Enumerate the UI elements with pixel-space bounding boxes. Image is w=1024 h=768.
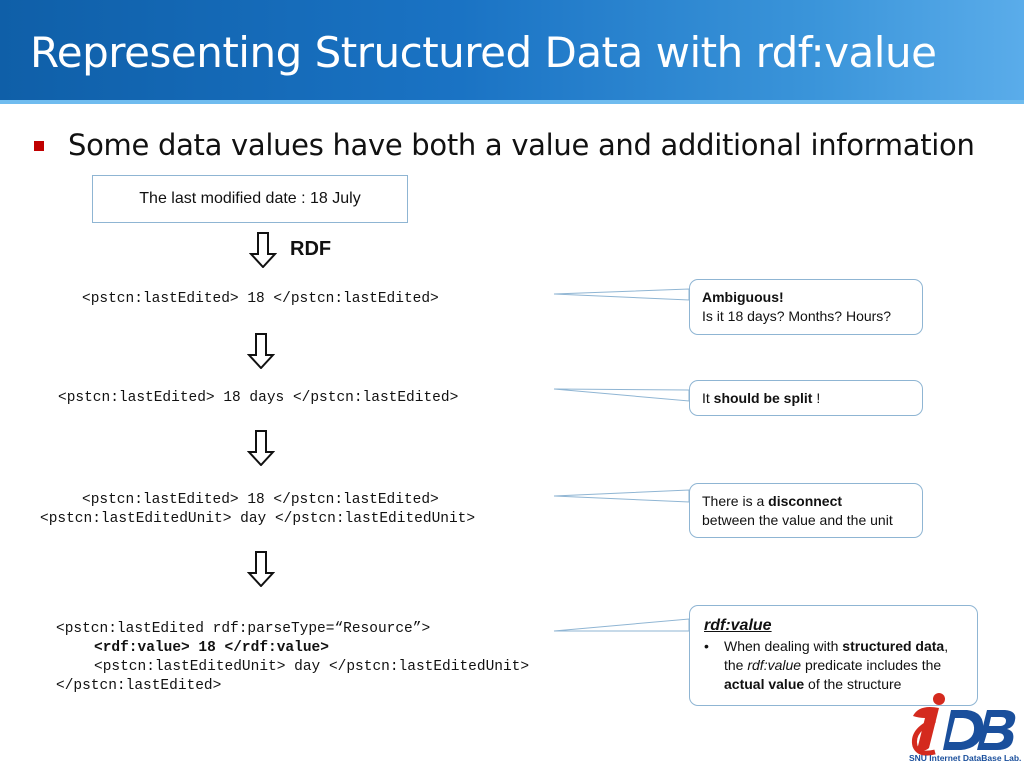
- callout-split-bold: should be split: [713, 390, 813, 406]
- callout-rdfvalue-title: rdf:value: [704, 617, 772, 634]
- title-bar: Representing Structured Data with rdf:va…: [0, 0, 1024, 104]
- callout-rdfvalue-b2: actual value: [724, 676, 805, 692]
- down-arrow-icon: [247, 551, 275, 587]
- callout-disconnect: There is a disconnect between the value …: [689, 483, 923, 538]
- code-step4-line1: <pstcn:lastEdited rdf:parseType=“Resourc…: [56, 621, 431, 637]
- callout-rdfvalue-bullet: •: [704, 638, 709, 654]
- bullet-marker: [34, 141, 44, 151]
- idb-logo-icon: [911, 693, 1016, 756]
- callout-rdfvalue-t2: ,: [944, 638, 949, 654]
- date-box: The last modified date : 18 July: [92, 175, 408, 223]
- code-step4-bold: <rdf:value> 18 </rdf:value>: [94, 640, 329, 656]
- callout-ambiguous: Ambiguous! Is it 18 days? Months? Hours?: [689, 279, 923, 335]
- callout-ambiguous-text: Is it 18 days? Months? Hours?: [702, 308, 892, 324]
- callout-ambiguous-title: Ambiguous!: [702, 289, 784, 305]
- down-arrow-icon: [247, 430, 275, 466]
- code-step3-line2: <pstcn:lastEditedUnit> day </pstcn:lastE…: [40, 511, 476, 527]
- callout-split-pre: It: [702, 390, 714, 406]
- callout-rdfvalue-t5: of the structure: [804, 676, 902, 692]
- callout-rdfvalue-t1: When dealing with: [724, 638, 843, 654]
- code-step3-line1: <pstcn:lastEdited> 18 </pstcn:lastEdited…: [82, 492, 439, 508]
- callout-split: It should be split !: [689, 380, 923, 416]
- callout-split-post: !: [812, 390, 821, 406]
- callout-disconnect-bold: disconnect: [768, 493, 843, 509]
- connector-disconnect: [553, 489, 690, 503]
- callout-disconnect-pre: There is a: [702, 493, 769, 509]
- callout-rdfvalue-i1: rdf:value: [747, 657, 802, 673]
- code-step4-line3: <pstcn:lastEditedUnit> day </pstcn:lastE…: [94, 659, 530, 675]
- code-step2: <pstcn:lastEdited> 18 days </pstcn:lastE…: [58, 390, 459, 406]
- rdf-label: RDF: [290, 238, 332, 260]
- callout-rdfvalue: rdf:value • When dealing with structured…: [689, 605, 978, 706]
- connector-rdfvalue: [553, 618, 690, 632]
- logo-caption: SNU Internet DataBase Lab.: [909, 753, 1022, 763]
- code-step4-line2: <rdf:value> 18 </rdf:value>: [94, 639, 329, 658]
- callout-rdfvalue-t4: predicate includes the: [801, 657, 942, 673]
- code-step4-line4: </pstcn:lastEdited>: [56, 678, 222, 694]
- down-arrow-icon: [247, 333, 275, 369]
- connector-split: [553, 388, 690, 402]
- bullet-text: Some data values have both a value and a…: [68, 128, 975, 162]
- slide-title: Representing Structured Data with rdf:va…: [30, 28, 937, 77]
- connector-ambiguous: [553, 288, 690, 301]
- callout-rdfvalue-b1: structured data: [842, 638, 945, 654]
- down-arrow-icon: [249, 232, 277, 268]
- callout-rdfvalue-t3: the: [724, 657, 748, 673]
- date-box-text: The last modified date : 18 July: [139, 190, 361, 207]
- code-step1: <pstcn:lastEdited> 18 </pstcn:lastEdited…: [82, 291, 439, 307]
- callout-disconnect-line2: between the value and the unit: [702, 512, 893, 528]
